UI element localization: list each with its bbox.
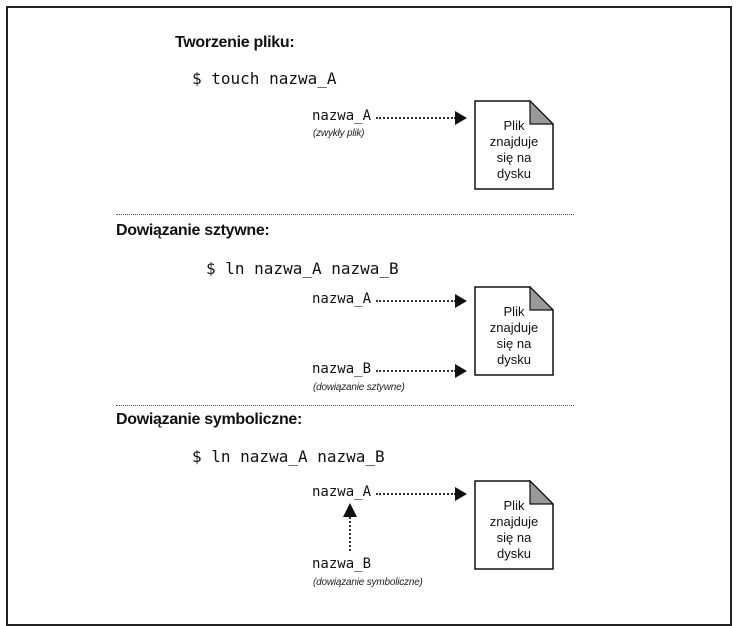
section-3-up-arrowhead-icon — [343, 503, 357, 517]
section-3-heading: Dowiązanie symboliczne: — [116, 411, 303, 428]
section-2-arrow-line-b — [376, 370, 456, 372]
section-3-arrowhead-a-icon — [455, 487, 467, 501]
section-2-arrowhead-b-icon — [455, 364, 467, 378]
section-2-command: $ ln nazwa_A nazwa_B — [206, 259, 399, 278]
section-3-name-a: nazwa_A — [312, 484, 372, 500]
section-1-command: $ touch nazwa_A — [192, 69, 337, 88]
separator-1 — [116, 214, 574, 215]
document-icon — [474, 100, 554, 190]
section-1-note-a: (zwykły plik) — [313, 128, 365, 139]
section-2-name-a: nazwa_A — [312, 291, 372, 307]
document-icon — [474, 286, 554, 376]
separator-2 — [116, 405, 574, 406]
section-2-arrowhead-a-icon — [455, 294, 467, 308]
section-2-heading: Dowiązanie sztywne: — [116, 222, 270, 239]
section-3-vertical-link-line — [349, 517, 351, 551]
section-2-note-b: (dowiązanie sztywne) — [313, 382, 405, 393]
document-icon — [474, 480, 554, 570]
section-3-command: $ ln nazwa_A nazwa_B — [192, 447, 385, 466]
section-3-name-b: nazwa_B — [312, 556, 372, 572]
section-3-arrow-line-a — [376, 493, 456, 495]
section-1-heading: Tworzenie pliku: — [175, 34, 295, 51]
frame-border — [6, 6, 732, 626]
section-1-arrow-line — [376, 117, 456, 119]
section-2-name-b: nazwa_B — [312, 361, 372, 377]
section-3-note-b: (dowiązanie symboliczne) — [313, 577, 423, 588]
section-1-name-a: nazwa_A — [312, 108, 372, 124]
section-1-arrowhead-icon — [455, 111, 467, 125]
diagram-frame: Tworzenie pliku: $ touch nazwa_A nazwa_A… — [6, 6, 732, 626]
section-2-arrow-line-a — [376, 300, 456, 302]
